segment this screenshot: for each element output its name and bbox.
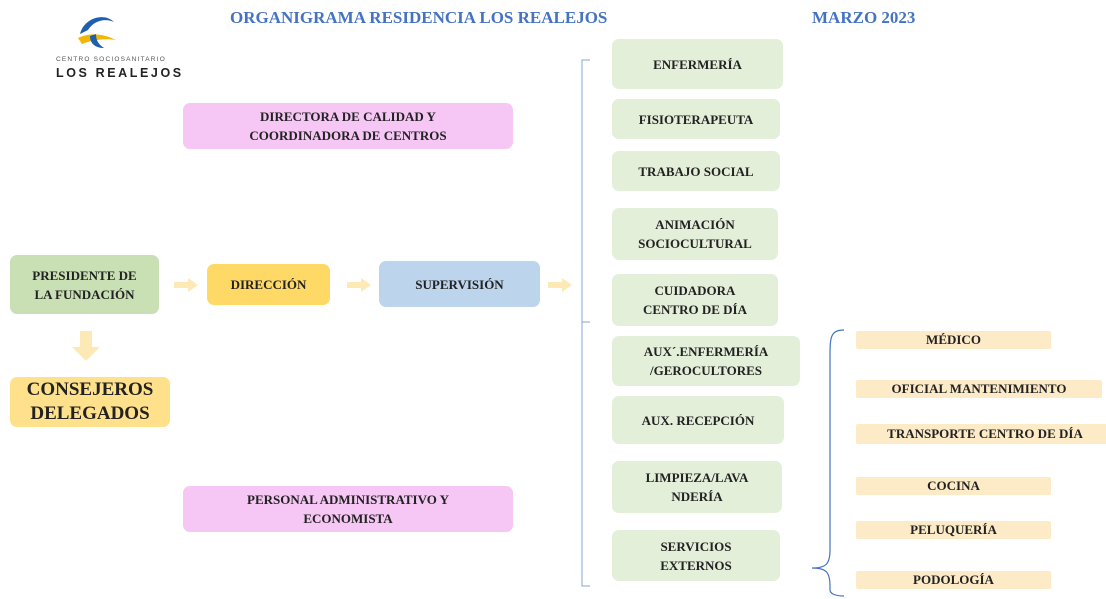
- service-medico: MÉDICO: [856, 331, 1051, 349]
- arrow-right-icon: [174, 278, 198, 292]
- arrow-right-icon: [347, 278, 371, 292]
- arrow-right-icon: [548, 278, 572, 292]
- presidente-box: PRESIDENTE DE LA FUNDACIÓN: [10, 255, 159, 314]
- department-bracket: [581, 59, 590, 587]
- service-cocina: COCINA: [856, 477, 1051, 495]
- service-peluqueria: PELUQUERÍA: [856, 521, 1051, 539]
- personal-box: PERSONAL ADMINISTRATIVO Y ECONOMISTA: [183, 486, 513, 532]
- supervision-box: SUPERVISIÓN: [379, 261, 540, 307]
- department-enfermeria: ENFERMERÍA: [612, 39, 783, 89]
- arrow-down-icon: [72, 331, 100, 361]
- department-fisioterapeuta: FISIOTERAPEUTA: [612, 99, 780, 139]
- services-brace: [811, 329, 845, 597]
- logo-icon: [78, 17, 116, 48]
- department-aux-enfermeria: AUX´.ENFERMERÍA /GEROCULTORES: [612, 336, 800, 386]
- service-transporte: TRANSPORTE CENTRO DE DÍA: [856, 424, 1106, 444]
- department-animacion: ANIMACIÓN SOCIOCULTURAL: [612, 208, 778, 260]
- direccion-box: DIRECCIÓN: [207, 264, 330, 305]
- service-podologia: PODOLOGÍA: [856, 571, 1051, 589]
- logo: CENTRO SOCIOSANITARIO LOS REALEJOS: [50, 10, 181, 80]
- department-aux-recepcion: AUX. RECEPCIÓN: [612, 396, 784, 444]
- department-servicios-externos: SERVICIOS EXTERNOS: [612, 530, 780, 581]
- service-mantenimiento: OFICIAL MANTENIMIENTO: [856, 380, 1102, 398]
- department-cuidadora: CUIDADORA CENTRO DE DÍA: [612, 274, 778, 326]
- consejeros-box: CONSEJEROS DELEGADOS: [10, 377, 170, 427]
- directora-box: DIRECTORA DE CALIDAD Y COORDINADORA DE C…: [183, 103, 513, 149]
- page-date: MARZO 2023: [812, 8, 916, 27]
- department-limpieza: LIMPIEZA/LAVA NDERÍA: [612, 461, 782, 513]
- logo-subtitle: CENTRO SOCIOSANITARIO: [56, 56, 166, 63]
- page-title: ORGANIGRAMA RESIDENCIA LOS REALEJOS: [230, 8, 608, 27]
- logo-name: LOS REALEJOS: [56, 66, 184, 80]
- department-trabajo-social: TRABAJO SOCIAL: [612, 151, 780, 191]
